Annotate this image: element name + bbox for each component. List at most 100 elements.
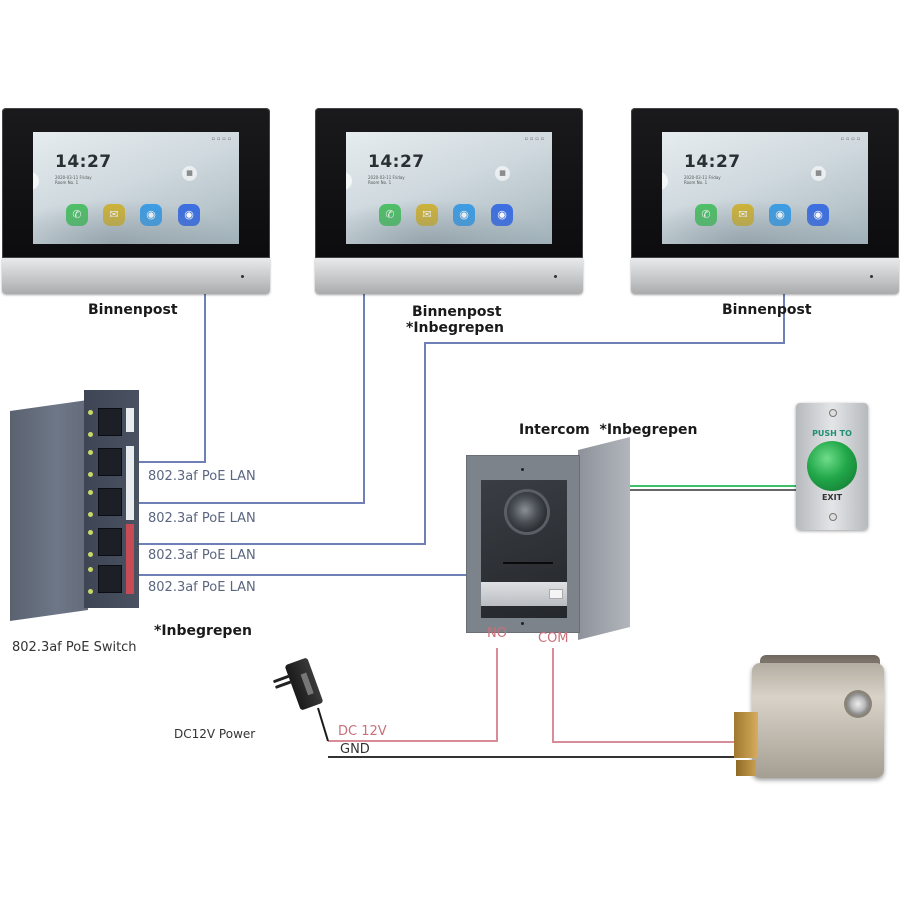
lock-knob[interactable] [847, 693, 869, 715]
switch-front-panel [84, 390, 139, 608]
side-tab-icon [662, 172, 668, 190]
clock: 14:27 [684, 152, 741, 172]
lock-bolt [734, 712, 758, 758]
gnd-label: GND [340, 742, 370, 757]
exit-text-bottom: EXIT [821, 493, 843, 502]
power-label: DC12V Power [174, 727, 256, 741]
switch-label: 802.3af PoE Switch [12, 640, 137, 655]
monitor-1-label: Binnenpost [88, 302, 178, 318]
port-led [88, 490, 93, 495]
status-led [870, 275, 873, 278]
monitor-chin [2, 258, 270, 294]
side-tab-icon [346, 172, 352, 190]
status-led [241, 275, 244, 278]
label-strip-white [126, 408, 134, 432]
mic-hole [521, 468, 524, 471]
camera-lens [507, 492, 547, 532]
lock-body [752, 663, 884, 778]
port-led [88, 432, 93, 437]
status-icons: ▫▫▫▫ [840, 136, 862, 142]
poe-lan-label-4: 802.3af PoE LAN [148, 580, 256, 595]
label-strip-white [126, 446, 134, 520]
poe-port-1 [98, 448, 122, 476]
adapter-sticker [300, 672, 314, 696]
qr-icon[interactable]: ▦ [182, 166, 197, 181]
screw-hole [521, 622, 524, 625]
status-icons: ▫▫▫▫ [524, 136, 546, 142]
qr-icon[interactable]: ▦ [495, 166, 510, 181]
poe-port-3 [98, 528, 122, 556]
switch-included: *Inbegrepen [154, 623, 252, 639]
monitor-chin [315, 258, 583, 294]
poe-lan-label-3: 802.3af PoE LAN [148, 548, 256, 563]
lan-wire-monitor-3 [100, 293, 785, 545]
intercom-front [466, 455, 580, 633]
port-led [88, 472, 93, 477]
qr-icon[interactable]: ▦ [811, 166, 826, 181]
monitor-3-label: Binnenpost [722, 302, 812, 318]
dc12v-wire [328, 648, 498, 742]
speaker-slot [503, 562, 553, 564]
phone-icon[interactable]: ✆ [66, 204, 88, 226]
port-led [88, 512, 93, 517]
dc12v-label: DC 12V [338, 724, 387, 739]
lan-wire-monitor-2 [100, 293, 365, 504]
phone-icon[interactable]: ✆ [695, 204, 717, 226]
intercom-side [578, 437, 630, 640]
status-icons: ▫▫▫▫ [211, 136, 233, 142]
camera-icon[interactable]: ◉ [769, 204, 791, 226]
message-icon[interactable]: ✉ [103, 204, 125, 226]
monitor-chin [631, 258, 899, 294]
exit-dome[interactable] [807, 441, 857, 491]
port-led [88, 410, 93, 415]
name-tag [549, 589, 563, 599]
call-button[interactable] [481, 582, 567, 606]
camera-icon[interactable]: ◉ [140, 204, 162, 226]
screw-hole [829, 513, 837, 521]
com-terminal-label: COM [538, 631, 569, 646]
poe-lan-label-1: 802.3af PoE LAN [148, 469, 256, 484]
com-wire [552, 648, 740, 743]
exit-text-top: PUSH TO [812, 429, 852, 438]
port-led [88, 530, 93, 535]
settings-icon[interactable]: ◉ [807, 204, 829, 226]
clock: 14:27 [368, 152, 425, 172]
poe-port-4 [98, 565, 122, 593]
switch-side [10, 400, 88, 621]
poe-lan-label-2: 802.3af PoE LAN [148, 511, 256, 526]
no-terminal-label: NO [487, 626, 507, 641]
message-icon[interactable]: ✉ [416, 204, 438, 226]
camera-icon[interactable]: ◉ [453, 204, 475, 226]
uplink-port [98, 408, 122, 436]
exit-button[interactable]: PUSH TO EXIT [796, 403, 868, 530]
message-icon[interactable]: ✉ [732, 204, 754, 226]
lock-latch [736, 760, 756, 776]
poe-port-2 [98, 488, 122, 516]
port-led [88, 552, 93, 557]
monitor-2-label: Binnenpost [412, 304, 502, 320]
clock: 14:27 [55, 152, 112, 172]
port-led [88, 589, 93, 594]
phone-icon[interactable]: ✆ [379, 204, 401, 226]
settings-icon[interactable]: ◉ [491, 204, 513, 226]
monitor-2-included: *Inbegrepen [406, 320, 504, 336]
side-tab-icon [33, 172, 39, 190]
adapter-cable [317, 707, 329, 742]
port-led [88, 450, 93, 455]
intercom-label: Intercom *Inbegrepen [519, 422, 698, 438]
status-led [554, 275, 557, 278]
settings-icon[interactable]: ◉ [178, 204, 200, 226]
